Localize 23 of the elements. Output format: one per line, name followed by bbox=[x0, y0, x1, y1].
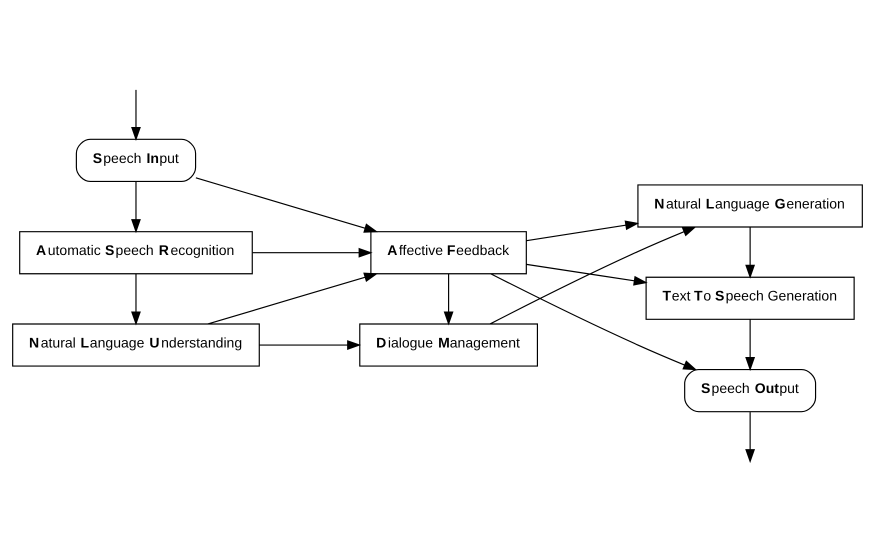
arrow bbox=[252, 247, 373, 258]
node-box: Natural Language Generation bbox=[637, 184, 863, 228]
arrow bbox=[490, 226, 697, 324]
arrow bbox=[490, 272, 698, 370]
arrow bbox=[745, 226, 756, 278]
arrow bbox=[259, 340, 362, 350]
arrow bbox=[526, 220, 640, 241]
node-box: Speech Input bbox=[76, 138, 196, 182]
arrow bbox=[131, 180, 141, 233]
arrow bbox=[131, 273, 141, 326]
node-box: Automatic Speech Recognition bbox=[19, 230, 253, 274]
arrow bbox=[526, 263, 648, 286]
arrow bbox=[444, 273, 454, 326]
arrow bbox=[196, 176, 378, 232]
arrow bbox=[131, 89, 141, 140]
arrow bbox=[745, 412, 756, 463]
arrow bbox=[208, 272, 378, 324]
arrow bbox=[745, 318, 756, 371]
node-box: Dialogue Management bbox=[359, 322, 538, 366]
node-box: Speech Output bbox=[684, 368, 816, 412]
node-box: Affective Feedback bbox=[370, 230, 527, 274]
node-box: Text To Speech Generation bbox=[646, 276, 855, 320]
node-box: Natural Language Understanding bbox=[12, 322, 260, 366]
